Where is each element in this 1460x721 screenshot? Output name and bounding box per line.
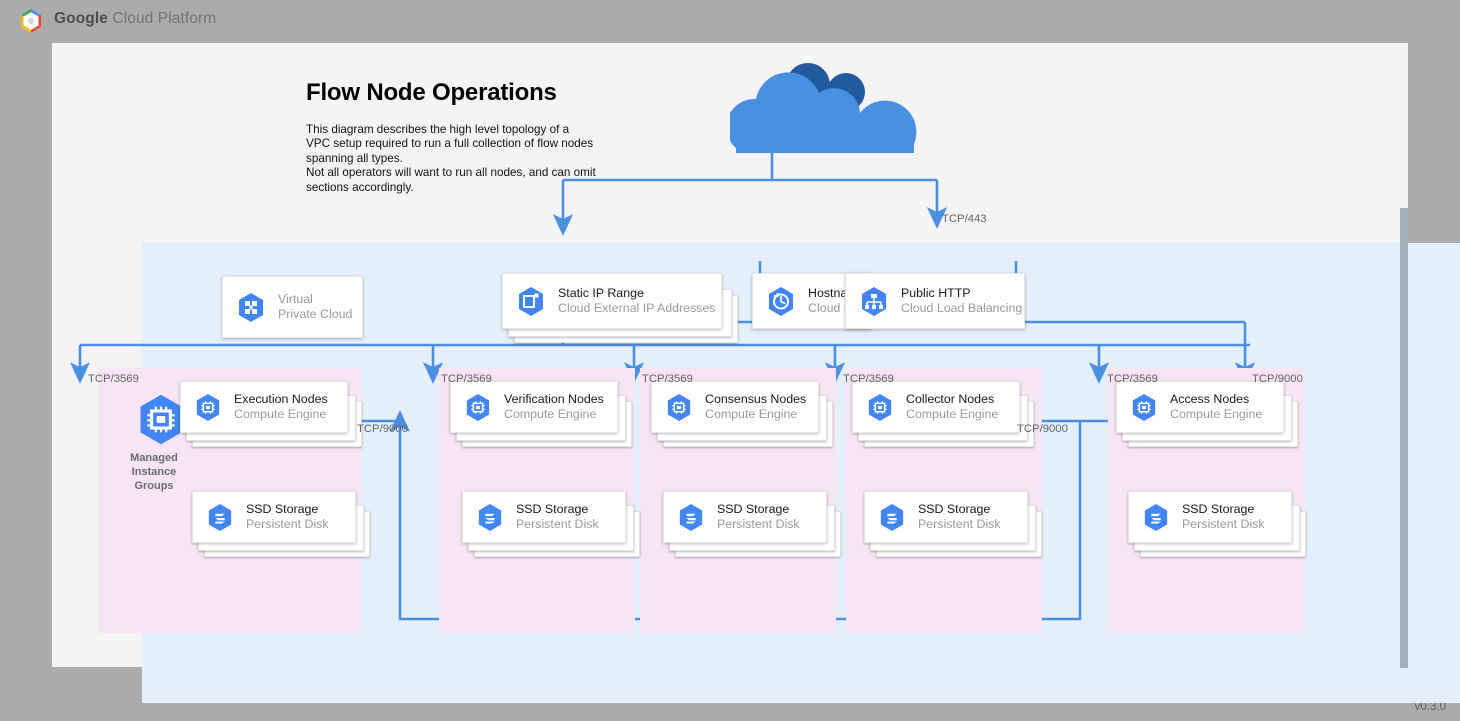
port-label-collector-ingress: TCP/3569	[843, 373, 894, 385]
card-title: Virtual	[278, 292, 313, 306]
card-static-ip-range[interactable]: Static IP Range Cloud External IP Addres…	[502, 273, 739, 345]
persistent-disk-icon	[478, 503, 502, 531]
diagram-description: This diagram describes the high level to…	[306, 123, 596, 194]
compute-engine-icon	[466, 393, 490, 421]
load-balancing-icon	[862, 286, 886, 316]
card-subtitle: Compute Engine	[705, 407, 798, 421]
card-subtitle: Compute Engine	[1170, 407, 1263, 421]
port-label-consensus-ingress: TCP/3569	[642, 373, 693, 385]
port-label-access-to-collector: TCP/9000	[1017, 423, 1068, 435]
card-virtual-private-cloud[interactable]: Virtual Private Cloud	[222, 276, 363, 338]
card-ssd-storage-access[interactable]: SSD Storage Persistent Disk	[1128, 491, 1308, 557]
version-label: v0.3.0	[1414, 701, 1446, 713]
gcp-brand-bold: Google	[54, 10, 108, 27]
persistent-disk-icon	[208, 503, 232, 531]
card-subtitle: Persistent Disk	[246, 517, 329, 531]
google-cloud-hexagon-logo-icon	[21, 9, 41, 33]
card-collector-nodes[interactable]: Collector Nodes Compute Engine	[852, 381, 1034, 447]
card-title: Verification Nodes	[504, 392, 604, 406]
card-title: Execution Nodes	[234, 392, 328, 406]
diagram-canvas: Flow Node Operations This diagram descri…	[52, 43, 1460, 703]
gcp-brand-title: Google Cloud Platform	[54, 10, 216, 28]
card-subtitle: Persistent Disk	[918, 517, 1001, 531]
card-title: SSD Storage	[516, 502, 589, 516]
persistent-disk-icon	[679, 503, 703, 531]
card-subtitle: Compute Engine	[504, 407, 597, 421]
card-title: SSD Storage	[717, 502, 790, 516]
port-label-access-to-execution: TCP/9000	[357, 423, 408, 435]
card-verification-nodes[interactable]: Verification Nodes Compute Engine	[450, 381, 632, 447]
compute-engine-icon	[196, 393, 220, 421]
card-access-nodes[interactable]: Access Nodes Compute Engine	[1116, 381, 1298, 447]
card-title: SSD Storage	[918, 502, 991, 516]
card-ssd-storage-collector[interactable]: SSD Storage Persistent Disk	[864, 491, 1044, 557]
card-subtitle: Persistent Disk	[1182, 517, 1265, 531]
card-subtitle: Compute Engine	[234, 407, 327, 421]
card-subtitle: Persistent Disk	[516, 517, 599, 531]
port-label-access-extra-ingress: TCP/9000	[1252, 373, 1303, 385]
port-label-tcp-443: TCP/443	[942, 213, 987, 225]
static-ip-icon	[519, 286, 543, 316]
card-title: SSD Storage	[1182, 502, 1255, 516]
compute-engine-icon	[667, 393, 691, 421]
card-public-http[interactable]: Public HTTP Cloud Load Balancing	[845, 273, 1025, 329]
card-subtitle: Private Cloud	[278, 307, 353, 321]
gcp-brand-rest: Cloud Platform	[108, 10, 217, 27]
card-subtitle: Cloud External IP Addresses	[558, 301, 716, 315]
card-title: Collector Nodes	[906, 392, 995, 406]
card-ssd-storage-verification[interactable]: SSD Storage Persistent Disk	[462, 491, 642, 557]
persistent-disk-icon	[1144, 503, 1168, 531]
card-subtitle: Compute Engine	[906, 407, 999, 421]
card-title: Public HTTP	[901, 286, 971, 300]
card-subtitle: Cloud Load Balancing	[901, 301, 1023, 315]
card-title: Static IP Range	[558, 286, 644, 300]
card-title: Access Nodes	[1170, 392, 1250, 406]
cloud-dns-icon	[769, 286, 793, 316]
card-ssd-storage-execution[interactable]: SSD Storage Persistent Disk	[192, 491, 372, 557]
cloud-icon	[730, 63, 917, 153]
compute-engine-icon	[868, 393, 892, 421]
persistent-disk-icon	[880, 503, 904, 531]
card-consensus-nodes[interactable]: Consensus Nodes Compute Engine	[651, 381, 833, 447]
card-title: SSD Storage	[246, 502, 319, 516]
page-title: Flow Node Operations	[306, 79, 557, 106]
managed-instance-groups-icon	[140, 394, 182, 445]
port-label-verification-ingress: TCP/3569	[441, 373, 492, 385]
port-label-access-ingress: TCP/3569	[1107, 373, 1158, 385]
card-subtitle: Persistent Disk	[717, 517, 800, 531]
compute-engine-icon	[1132, 393, 1156, 421]
vpc-panel-shadow	[1400, 208, 1408, 668]
card-execution-nodes[interactable]: Execution Nodes Compute Engine	[180, 381, 362, 447]
virtual-private-cloud-icon	[239, 292, 263, 322]
card-title: Consensus Nodes	[705, 392, 807, 406]
card-ssd-storage-consensus[interactable]: SSD Storage Persistent Disk	[663, 491, 843, 557]
gcp-header: Google Cloud Platform	[0, 0, 1460, 43]
port-label-execution-ingress: TCP/3569	[88, 373, 139, 385]
